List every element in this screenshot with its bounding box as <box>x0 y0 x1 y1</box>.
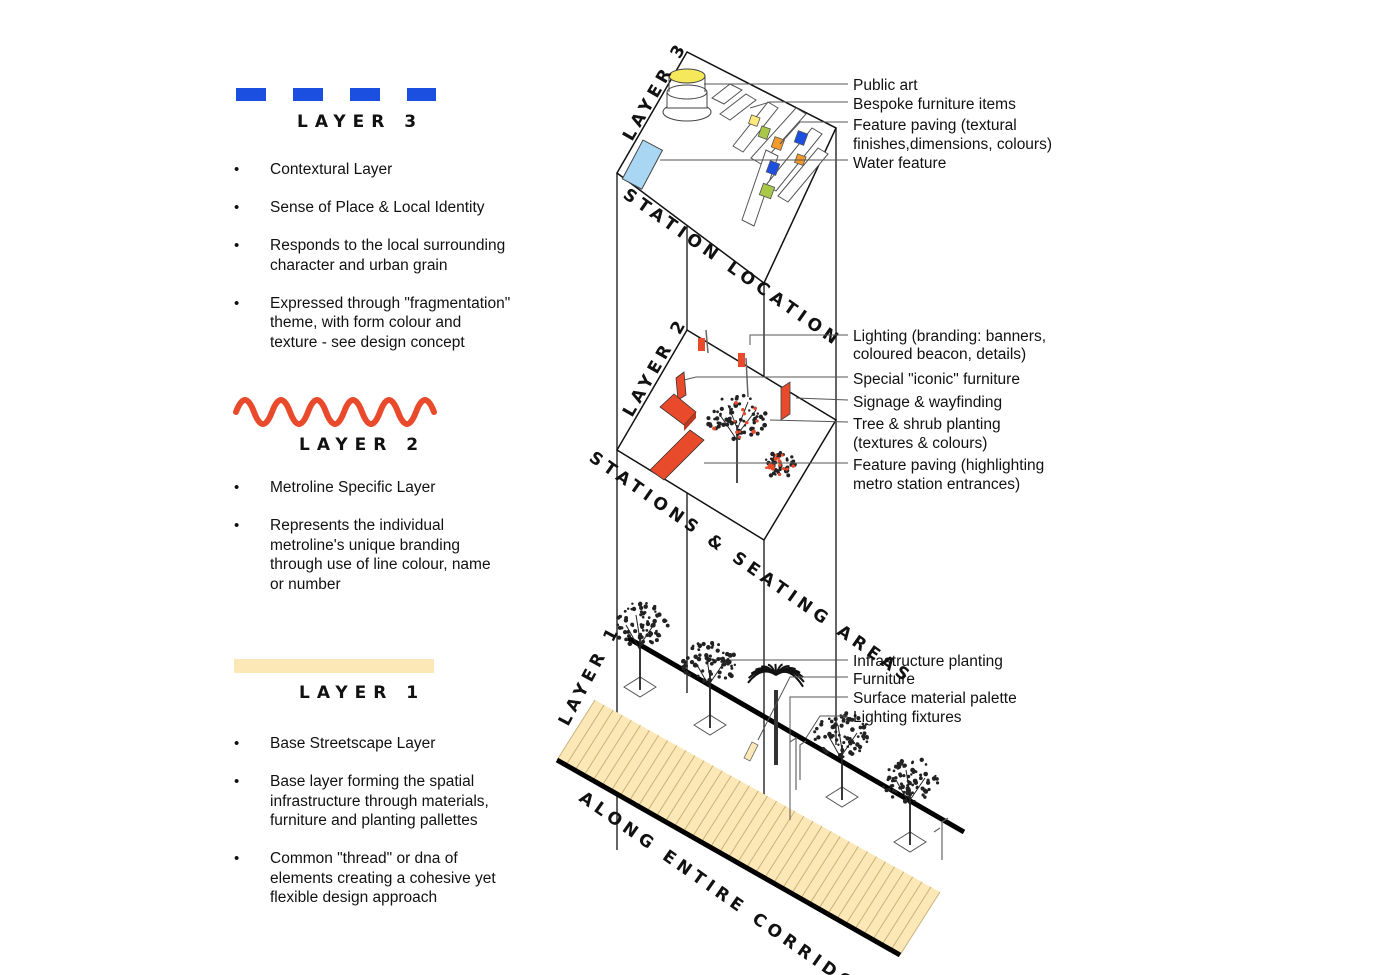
callout-surface-material: Surface material palette <box>853 690 1017 707</box>
layer1-swatch-band <box>234 659 434 673</box>
layer1-bullet-list: Base Streetscape Layer Base layer formin… <box>234 734 496 926</box>
bespoke-furniture-strips <box>711 83 829 227</box>
callout-water-feature: Water feature <box>853 155 946 172</box>
callout-leader-lines <box>660 83 849 820</box>
signage-panel <box>780 381 791 421</box>
layer2-bullet: Represents the individual metroline's un… <box>234 516 491 594</box>
callout-furniture: Furniture <box>853 671 915 688</box>
layer1-bullet: Common "thread" or dna of elements creat… <box>234 849 496 908</box>
palm-tree <box>747 663 805 765</box>
layer3-bullet: Responds to the local surrounding charac… <box>234 236 510 275</box>
layer2-title: LAYER 2 <box>299 435 426 455</box>
layer1-title: LAYER 1 <box>299 683 426 703</box>
callout-signage: Signage & wayfinding <box>853 394 1002 411</box>
tree-foliage <box>706 393 768 442</box>
layer1-bullet: Base Streetscape Layer <box>234 734 496 754</box>
corridor-edge-front <box>555 757 902 958</box>
callout-tree-shrub: Tree & shrub planting <box>853 416 1001 433</box>
layer3-bullet: Sense of Place & Local Identity <box>234 198 510 218</box>
callout-public-art: Public art <box>853 77 918 94</box>
callout-lighting-branding: Lighting (branding: banners, <box>853 328 1046 345</box>
iconic-furniture <box>659 371 697 431</box>
callout-infrastructure-planting: Infrastructure planting <box>853 653 1003 670</box>
feature-paving-red-slab <box>649 429 705 481</box>
layer3-title: LAYER 3 <box>297 112 424 132</box>
layer1-bullet: Base layer forming the spatial infrastru… <box>234 772 496 831</box>
callout-feature-paving-l2-cont: metro station entrances) <box>853 476 1020 493</box>
callout-lighting-fixtures: Lighting fixtures <box>853 709 962 726</box>
bench-furniture <box>743 741 759 762</box>
callout-lighting-branding-cont: coloured beacon, details) <box>853 346 1026 363</box>
legend-panel: LAYER 3 Contextural Layer Sense of Place… <box>0 0 560 975</box>
layer3-bullet: Contextural Layer <box>234 160 510 180</box>
plane2-outline <box>615 328 838 542</box>
public-art-sculpture <box>662 68 712 122</box>
callout-feature-paving-l3-cont: finishes,dimensions, colours) <box>853 136 1052 153</box>
infrastructure-tree-pits <box>616 601 940 853</box>
callout-tree-shrub-cont: (textures & colours) <box>853 435 987 452</box>
callout-iconic-furniture: Special "iconic" furniture <box>853 371 1020 388</box>
plane-layer3: LAYER 3 STATION LOCATION <box>616 37 846 352</box>
paving-hatch-lines <box>556 699 941 956</box>
layer2-bullet-list: Metroline Specific Layer Represents the … <box>234 478 491 613</box>
water-feature-pool <box>621 139 664 190</box>
callout-feature-paving-l3: Feature paving (textural <box>853 117 1017 134</box>
callout-feature-paving-l2: Feature paving (highlighting <box>853 457 1044 474</box>
layer3-bullet: Expressed through "fragmentation" theme,… <box>234 294 510 353</box>
lighting-fixtures <box>789 736 949 860</box>
layer2-swatch-wave-line <box>233 397 437 427</box>
layer3-bullet-list: Contextural Layer Sense of Place & Local… <box>234 160 510 371</box>
callout-bespoke-furniture: Bespoke furniture items <box>853 96 1016 113</box>
shrub-planting <box>764 450 797 478</box>
layer2-bullet: Metroline Specific Layer <box>234 478 491 498</box>
callout-labels: Public art Bespoke furniture items Featu… <box>853 77 1052 726</box>
feature-paving-tiles <box>748 114 809 200</box>
layer3-swatch-dashed-line <box>236 88 436 101</box>
